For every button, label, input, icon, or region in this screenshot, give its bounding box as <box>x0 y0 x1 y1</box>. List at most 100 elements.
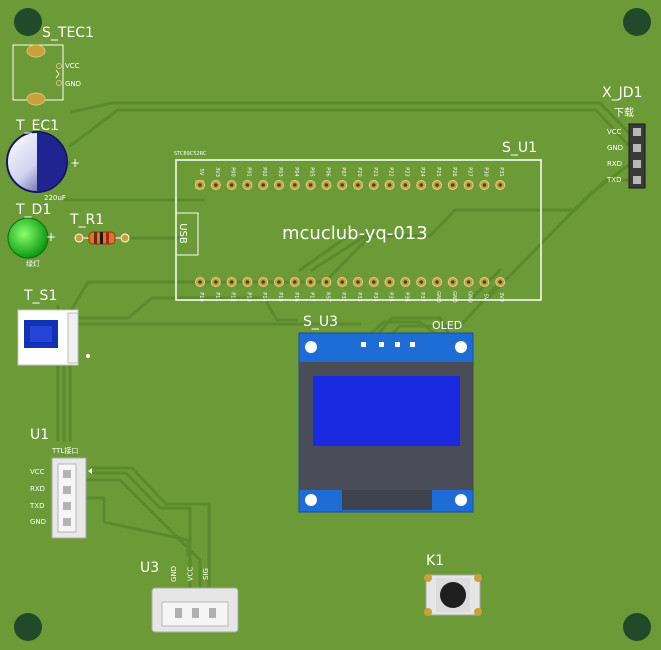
s-tec1-footprint <box>12 44 64 106</box>
capacitor-t-ec1 <box>6 131 68 193</box>
bottom-pin-label-10: P33 <box>356 292 362 301</box>
bottom-pin-hole-10 <box>356 280 360 284</box>
bottom-pin-hole-9 <box>340 280 345 284</box>
bottom-pin-hole-4 <box>261 280 266 284</box>
top-pin-label-2: P00 <box>230 167 236 176</box>
bottom-pin-label-3: P13 <box>245 292 251 301</box>
u1-pin-vcc: VCC <box>30 468 45 476</box>
jd-pin-rxd: RXD <box>607 160 623 168</box>
led-plus: + <box>46 230 57 244</box>
bottom-pin-label-19: 3V3 <box>498 292 504 302</box>
bottom-pin-label-12: P35 <box>388 292 394 301</box>
bottom-pin-label-5: P15 <box>277 292 283 301</box>
t-ec1-label: T_EC1 <box>16 118 60 134</box>
top-pin-hole-9 <box>340 183 345 187</box>
top-pin-label-11: P21 <box>372 167 378 176</box>
u3-label: U3 <box>140 560 160 576</box>
switch-t-s1 <box>17 309 90 366</box>
top-pin-hole-11 <box>372 183 376 187</box>
jd-pin-txd: TXD <box>607 176 622 184</box>
u3-connector <box>151 587 239 633</box>
top-pin-label-3: P01 <box>245 167 251 176</box>
bottom-pin-hole-13 <box>403 280 408 284</box>
bottom-pin-label-1: P11 <box>214 292 220 301</box>
bottom-pin-hole-19 <box>498 280 503 284</box>
stc-label: STC89C52RC <box>174 151 207 157</box>
top-pin-hole-15 <box>435 183 439 187</box>
u1-pin-txd: TXD <box>30 502 45 510</box>
top-pin-hole-2 <box>229 183 234 187</box>
bottom-pin-label-18: 5V <box>482 294 488 301</box>
bottom-pin-label-11: P34 <box>372 292 378 301</box>
t-r1-label: T_R1 <box>70 212 105 228</box>
top-pin-label-9: P07 <box>340 167 346 176</box>
bottom-pin-hole-7 <box>308 280 313 284</box>
u3-pin-gnd: GND <box>170 565 179 583</box>
t-d1-label: T_D1 <box>16 202 52 218</box>
bottom-pin-label-0: P10 <box>198 292 204 301</box>
top-pin-hole-19 <box>498 183 503 187</box>
jd-pin-vcc: VCC <box>607 128 622 136</box>
u1-label: U1 <box>30 427 50 443</box>
top-pin-hole-3 <box>245 183 250 187</box>
vcc-label: VCC <box>65 62 80 70</box>
bottom-pin-hole-17 <box>466 280 471 284</box>
bottom-pin-hole-6 <box>293 280 297 284</box>
top-pin-label-4: P02 <box>261 167 267 176</box>
ttl-label: TTL接口 <box>52 447 79 455</box>
gnd-label: GND <box>65 80 82 88</box>
top-pin-label-18: P30 <box>482 167 488 176</box>
bottom-pin-hole-11 <box>372 280 376 284</box>
bottom-pin-hole-12 <box>387 280 392 284</box>
x-jd1-label: X_JD1 <box>602 85 643 101</box>
bottom-pin-hole-8 <box>324 280 329 284</box>
capacitor-value: 220uF <box>44 194 66 202</box>
top-pin-label-16: P26 <box>451 167 457 176</box>
top-pin-label-7: P05 <box>309 167 315 176</box>
jd-pin-gnd: GND <box>607 144 624 152</box>
top-pin-label-10: P20 <box>356 167 362 176</box>
top-pin-hole-14 <box>419 183 424 187</box>
bottom-pin-hole-15 <box>435 280 439 284</box>
copper-traces <box>56 101 632 590</box>
top-pin-label-13: P23 <box>403 167 409 176</box>
t-s1-label: T_S1 <box>24 288 58 304</box>
top-pin-label-0: 5V <box>198 169 204 176</box>
u1-pin-rxd: RXD <box>30 485 46 493</box>
top-pin-hole-0 <box>198 183 202 187</box>
led-color-label: 绿灯 <box>26 260 40 268</box>
bottom-pin-hole-0 <box>198 280 202 284</box>
top-pin-hole-7 <box>308 183 313 187</box>
top-pin-label-5: P03 <box>277 167 283 176</box>
s-tec1-label: S_TEC1 <box>42 25 94 41</box>
top-pin-hole-18 <box>482 183 487 187</box>
top-pin-label-1: 3V3 <box>214 167 220 177</box>
u1-ttl-connector <box>51 457 92 539</box>
bottom-pin-label-9: P32 <box>340 292 346 301</box>
top-pin-label-15: P25 <box>435 167 441 176</box>
top-pin-hole-13 <box>403 183 408 187</box>
top-pin-label-19: P31 <box>498 167 504 176</box>
top-pin-label-6: P04 <box>293 167 299 176</box>
bottom-pin-hole-3 <box>245 280 250 284</box>
bottom-pin-hole-1 <box>214 280 218 284</box>
u1-pin-gnd: GND <box>30 518 47 526</box>
top-pin-hole-12 <box>387 183 392 187</box>
resistor-t-r1 <box>74 231 130 245</box>
bottom-pin-label-13: P36 <box>403 292 409 301</box>
bottom-pin-hole-16 <box>451 280 455 284</box>
top-pin-hole-10 <box>356 183 360 187</box>
bottom-pin-label-17: GND <box>467 291 473 303</box>
top-pin-label-12: P22 <box>388 167 394 176</box>
top-pin-hole-6 <box>293 183 297 187</box>
bottom-pin-label-16: GND <box>451 291 457 303</box>
top-pin-hole-5 <box>277 183 281 187</box>
top-pin-hole-16 <box>451 183 455 187</box>
u3-pin-vcc: VCC <box>186 566 195 582</box>
oled-label: OLED <box>432 319 463 332</box>
u3-pin-sig: SIG <box>201 568 210 580</box>
top-pin-hole-1 <box>214 183 218 187</box>
